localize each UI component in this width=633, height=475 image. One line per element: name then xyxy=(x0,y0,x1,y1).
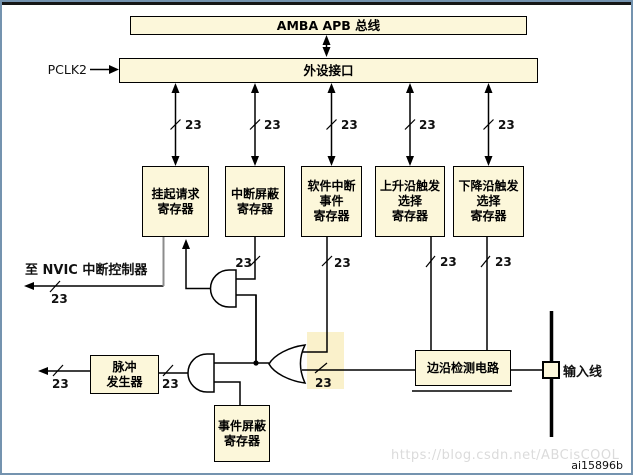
edge-detect-circuit-box: 边沿检测电路 xyxy=(415,350,511,386)
amba-apb-bus-box: AMBA APB 总线 xyxy=(130,16,527,35)
pclk2-label: PCLK2 xyxy=(48,62,87,77)
event-mask-register-box: 事件屏蔽 寄存器 xyxy=(214,405,270,462)
watermark: https://blog.csdn.net/ABCisCOOL xyxy=(391,448,620,463)
rising-edge-select-register-box: 上升沿触发 选择 寄存器 xyxy=(375,166,445,237)
bus23-pulse-in: 23 xyxy=(162,377,179,391)
bus23-nvic: 23 xyxy=(51,292,68,306)
bus23-drop4: 23 xyxy=(419,118,436,132)
bus-slashes xyxy=(49,119,494,377)
falling-edge-select-register-box: 下降沿触发 选择 寄存器 xyxy=(453,166,524,237)
bus23-drop3: 23 xyxy=(341,118,358,132)
wire-lines xyxy=(32,38,543,405)
bus23-or: 23 xyxy=(315,376,332,390)
bus23-mask: 23 xyxy=(235,256,252,270)
bus23-swier: 23 xyxy=(334,256,351,270)
bus23-drop1: 23 xyxy=(185,118,202,132)
peripheral-interface-box: 外设接口 xyxy=(119,58,538,83)
highlight-rect xyxy=(307,332,344,389)
pending-request-register-box: 挂起请求 寄存器 xyxy=(142,166,209,237)
input-line-label: 输入线 xyxy=(563,364,602,380)
bus23-falling: 23 xyxy=(495,255,512,269)
bus23-pulse-out: 23 xyxy=(52,377,69,391)
input-pad xyxy=(542,361,560,379)
top-black-strip xyxy=(2,2,631,5)
figure-id: ai15896b xyxy=(571,459,623,472)
or-gate xyxy=(268,344,307,384)
bus23-drop2: 23 xyxy=(264,118,281,132)
bus23-rising: 23 xyxy=(440,255,457,269)
arrowheads xyxy=(24,35,493,375)
bus23-drop5: 23 xyxy=(498,118,515,132)
junction-dot xyxy=(253,360,259,366)
interrupt-mask-register-box: 中断屏蔽 寄存器 xyxy=(225,166,285,237)
to-nvic-label: 至 NVIC 中断控制器 xyxy=(25,262,148,278)
and-gate-interrupt xyxy=(209,269,237,308)
pulse-generator-box: 脉冲 发生器 xyxy=(90,355,159,394)
and-gate-event xyxy=(187,353,215,393)
software-interrupt-event-register-box: 软件中断 事件 寄存器 xyxy=(301,166,362,237)
